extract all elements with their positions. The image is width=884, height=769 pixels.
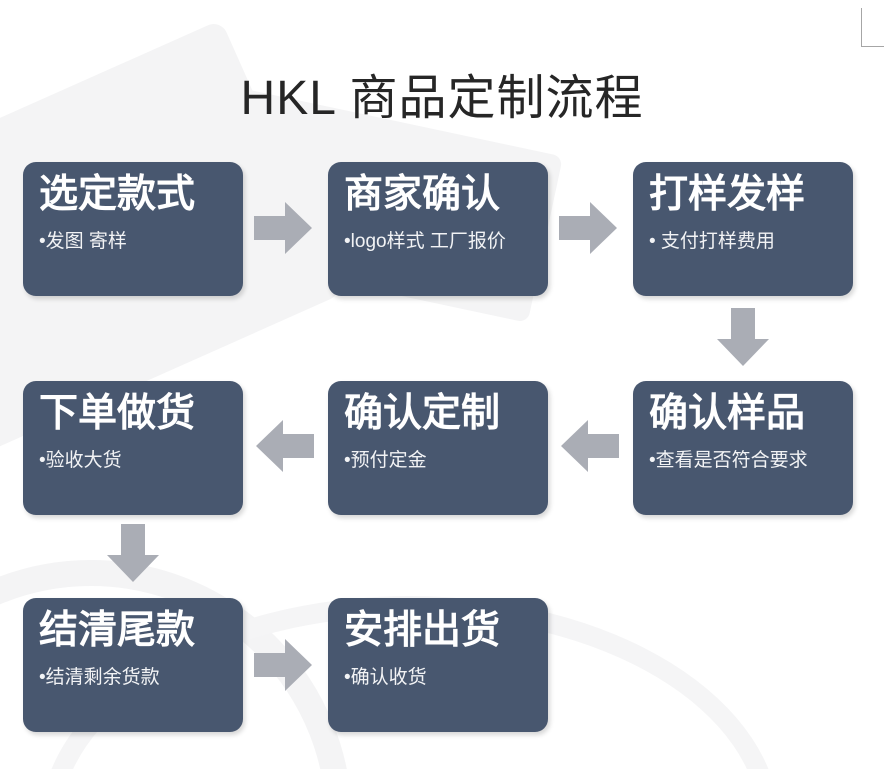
process-box-bullet: •验收大货 <box>39 450 122 472</box>
page-title: HKL 商品定制流程 <box>240 72 644 125</box>
process-box-bullet: •预付定金 <box>344 450 427 472</box>
arrow-left-icon-connector-4 <box>561 420 619 472</box>
arrow-down-icon-connector-3 <box>717 308 769 366</box>
process-box-step-3[interactable]: 打样发样 • 支付打样费用 <box>633 162 853 296</box>
process-box-title: 结清尾款 <box>39 609 196 652</box>
process-box-step-2[interactable]: 商家确认 •logo样式 工厂报价 <box>328 162 548 296</box>
process-box-title: 确认定制 <box>344 392 501 435</box>
process-box-step-4[interactable]: 确认样品 •查看是否符合要求 <box>633 381 853 515</box>
process-box-step-8[interactable]: 安排出货 •确认收货 <box>328 598 548 732</box>
arrow-right-icon-connector-1 <box>254 202 312 254</box>
process-box-bullet: •结清剩余货款 <box>39 667 160 689</box>
process-box-bullet: • 支付打样费用 <box>649 231 775 253</box>
process-box-bullet: •查看是否符合要求 <box>649 450 808 472</box>
process-box-title: 下单做货 <box>39 392 196 435</box>
process-box-bullet: •发图 寄样 <box>39 231 127 253</box>
arrow-down-icon-connector-6 <box>107 524 159 582</box>
process-box-title: 选定款式 <box>39 173 196 216</box>
process-box-bullet: •logo样式 工厂报价 <box>344 231 506 253</box>
process-box-title: 确认样品 <box>649 392 806 435</box>
process-box-bullet: •确认收货 <box>344 667 427 689</box>
process-box-title: 商家确认 <box>344 173 501 216</box>
arrow-right-icon-connector-2 <box>559 202 617 254</box>
process-box-step-1[interactable]: 选定款式 •发图 寄样 <box>23 162 243 296</box>
arrow-left-icon-connector-5 <box>256 420 314 472</box>
process-box-step-5[interactable]: 确认定制 •预付定金 <box>328 381 548 515</box>
process-box-title: 打样发样 <box>649 173 806 216</box>
process-box-step-6[interactable]: 下单做货 •验收大货 <box>23 381 243 515</box>
arrow-right-icon-connector-7 <box>254 639 312 691</box>
corner-bracket-mark <box>861 8 884 47</box>
process-box-step-7[interactable]: 结清尾款 •结清剩余货款 <box>23 598 243 732</box>
process-box-title: 安排出货 <box>344 609 501 652</box>
